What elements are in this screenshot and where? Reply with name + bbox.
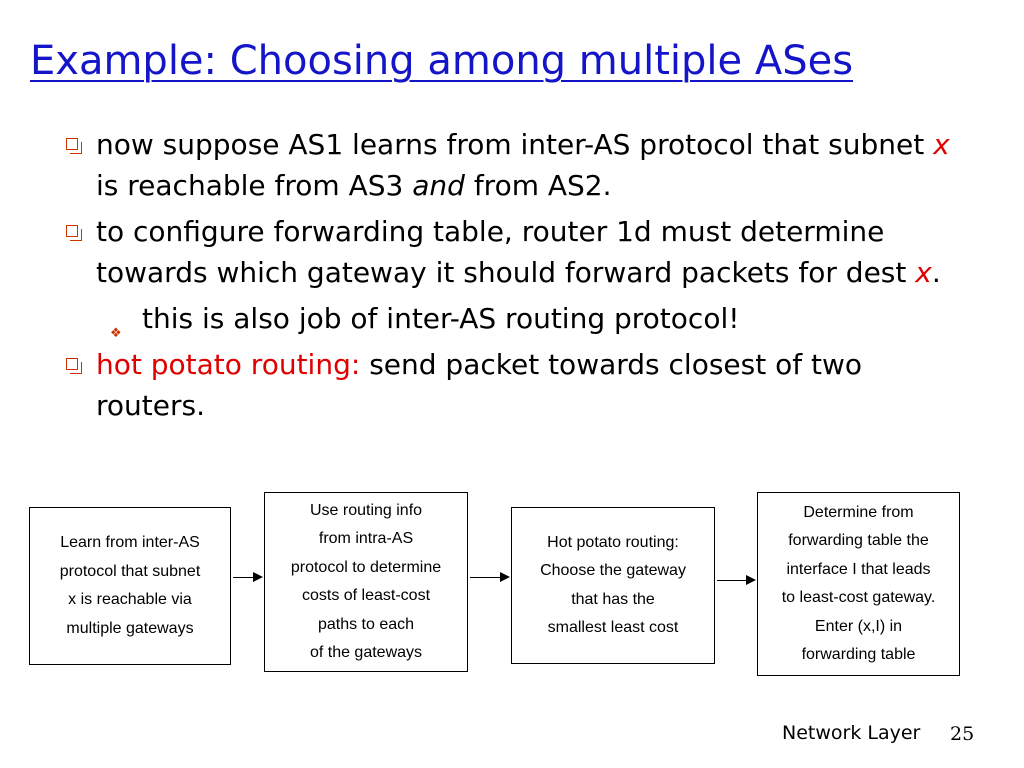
bullet-1-and: and [412, 169, 465, 202]
bullet-3-text: send packet towards closest of two route… [96, 348, 863, 422]
flow-line: forwarding table the [788, 532, 929, 549]
bullet-2-var-x: x [915, 256, 932, 289]
flow-line: Determine from [803, 503, 914, 521]
flow-line: Hot potato routing: [547, 533, 679, 551]
flow-line: protocol that subnet [59, 562, 201, 580]
bullet-item-1: now suppose AS1 learns from inter-AS pro… [60, 124, 960, 206]
flow-box-forwarding-text: Determine from forwarding table the inte… [782, 499, 936, 670]
flow-box-hot-potato-text: Hot potato routing: Choose the gateway t… [540, 529, 686, 643]
bullet-list: now suppose AS1 learns from inter-AS pro… [60, 124, 960, 431]
flow-line: Learn from inter-AS [60, 534, 200, 551]
bullet-1-text-3: from AS2. [464, 169, 612, 202]
bullet-3-highlight: hot potato routing: [96, 348, 361, 381]
flow-line: to least-cost gateway. [781, 589, 936, 606]
flow-box-learn: Learn from inter-AS protocol that subnet… [29, 507, 231, 665]
bullet-item-2: to configure forwarding table, router 1d… [60, 211, 960, 293]
flow-line: Choose the gateway [540, 562, 686, 579]
bullet-item-3: hot potato routing: send packet towards … [60, 344, 960, 426]
page-number: 25 [950, 723, 975, 745]
flow-arrow-icon [717, 575, 756, 585]
flow-line: Use routing info [309, 501, 423, 519]
flow-line: interface I that leads [786, 560, 931, 578]
flow-line: Enter (x,I) in [814, 617, 903, 635]
bullet-1-var-x: x [933, 128, 950, 161]
flow-box-intra-as: Use routing info from intra-AS protocol … [264, 492, 468, 672]
box-bullet-icon [66, 358, 82, 374]
flow-arrow-icon [233, 572, 263, 582]
flow-box-forwarding: Determine from forwarding table the inte… [757, 492, 960, 676]
sub-bullet-text: this is also job of inter-AS routing pro… [142, 302, 740, 335]
footer-label: Network Layer [782, 722, 921, 744]
flow-box-learn-text: Learn from inter-AS protocol that subnet… [60, 529, 201, 643]
flow-line: protocol to determine [290, 558, 442, 576]
bullet-1-text-2: is reachable from AS3 [96, 169, 413, 202]
flow-line: of the gateways [309, 644, 423, 661]
flow-box-hot-potato: Hot potato routing: Choose the gateway t… [511, 507, 715, 664]
box-bullet-icon [66, 138, 82, 154]
flow-line: smallest least cost [547, 619, 679, 636]
flow-line: costs of least-cost [301, 587, 431, 604]
flow-line: x is reachable via [68, 591, 192, 608]
flow-line: that has the [571, 590, 655, 608]
flow-line: multiple gateways [66, 619, 194, 637]
flow-line: paths to each [317, 615, 415, 633]
flow-arrow-icon [470, 572, 510, 582]
flow-line: forwarding table [801, 646, 916, 663]
flow-line: from intra-AS [318, 530, 414, 547]
flow-box-intra-as-text: Use routing info from intra-AS protocol … [291, 497, 441, 668]
box-bullet-icon [66, 225, 82, 241]
diamond-bullet-icon: ❖ [110, 326, 122, 341]
slide-title: Example: Choosing among multiple ASes [30, 38, 854, 84]
sub-bullet-item: ❖ this is also job of inter-AS routing p… [60, 298, 960, 341]
bullet-1-text: now suppose AS1 learns from inter-AS pro… [96, 128, 934, 161]
bullet-2-text-2: . [931, 256, 941, 289]
bullet-2-text: to configure forwarding table, router 1d… [96, 215, 916, 289]
